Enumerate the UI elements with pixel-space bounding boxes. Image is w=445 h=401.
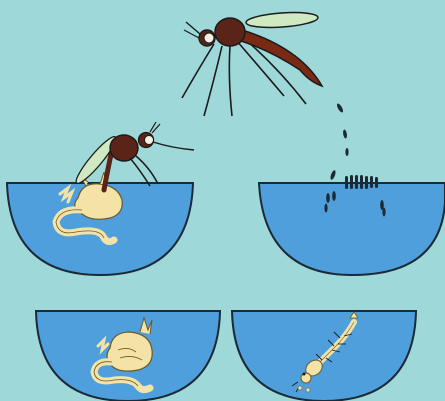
adult-mosquito-icon xyxy=(182,11,322,116)
falling-eggs-icon xyxy=(329,103,348,181)
egg-raft-bowl xyxy=(259,183,445,275)
